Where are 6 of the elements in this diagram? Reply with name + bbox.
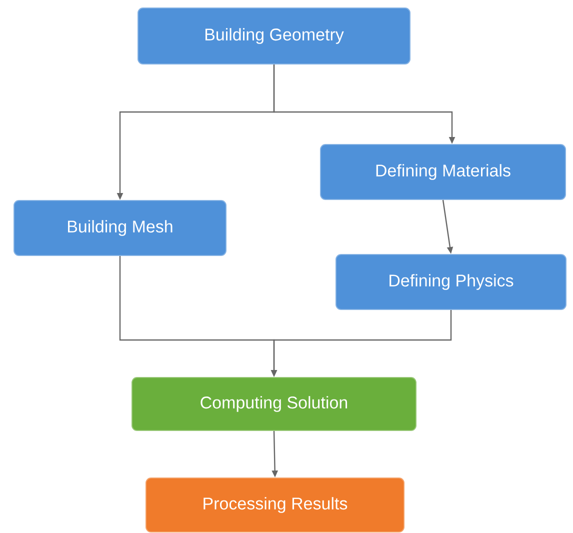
process-box: Defining Physics <box>336 254 566 310</box>
process-box: Building Mesh <box>14 200 226 256</box>
process-box: Processing Results <box>146 478 404 532</box>
process-box: Building Geometry <box>138 8 410 64</box>
process-box: Defining Materials <box>320 144 566 200</box>
process-box: Computing Solution <box>132 377 416 431</box>
